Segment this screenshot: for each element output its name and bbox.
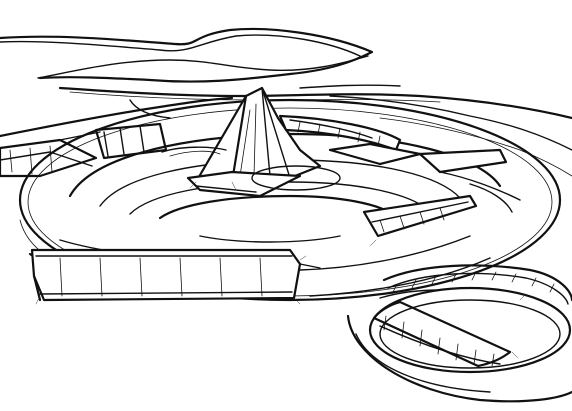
right-covered-walkway bbox=[278, 114, 521, 238]
left-terrace-walls bbox=[0, 122, 168, 178]
front-block-building bbox=[30, 248, 321, 302]
construction-ticks bbox=[35, 181, 527, 359]
amphitheatre bbox=[346, 264, 572, 403]
central-sail-structure bbox=[161, 86, 341, 198]
